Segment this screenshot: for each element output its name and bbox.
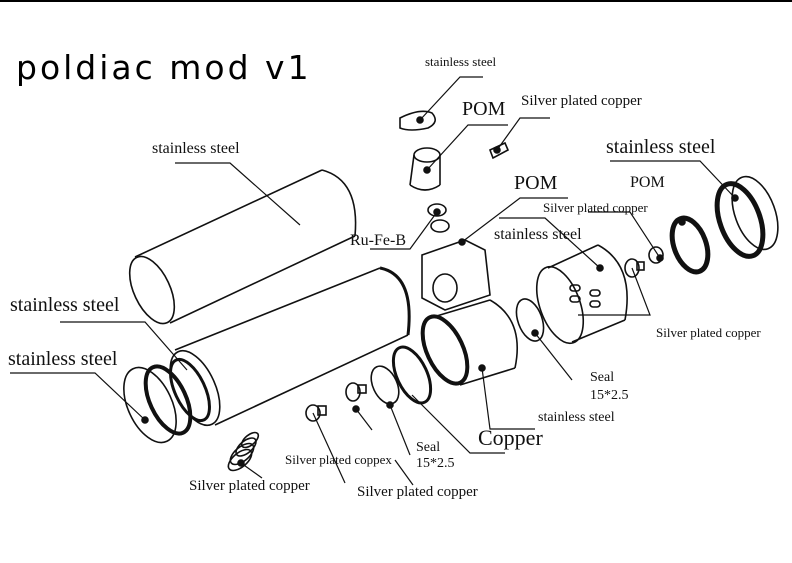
spring xyxy=(227,431,260,472)
label-end-cap: stainless steel xyxy=(8,348,118,370)
label-seal-right: Seal xyxy=(590,370,615,385)
magnets xyxy=(427,203,450,233)
label-sleeve: stainless steel xyxy=(494,226,582,243)
label-tube-lower: stainless steel xyxy=(10,294,120,316)
contact-pins xyxy=(305,382,367,422)
label-magnet: Ru-Fe-B xyxy=(350,232,406,249)
fire-button-cap xyxy=(399,110,436,131)
pin xyxy=(488,141,510,160)
label-spring: Silver plated copper xyxy=(189,478,310,494)
pom-ring xyxy=(669,215,711,275)
label-pom-right: POM xyxy=(630,174,665,191)
label-top-cap: stainless steel xyxy=(425,54,497,69)
label-contact-right: Silver plated copper xyxy=(656,325,761,340)
end-cap xyxy=(123,364,193,444)
sleeve xyxy=(535,244,628,345)
steel-ring xyxy=(714,175,779,259)
label-pin-top: Silver plated copper xyxy=(521,93,642,109)
label-copper: Copper xyxy=(478,425,543,450)
pom-cylinder xyxy=(409,147,441,191)
label-pin-right: Silver plated copper xyxy=(543,200,648,215)
label-contact-bottom: Silver plated copper xyxy=(357,484,478,500)
pom-block xyxy=(421,238,491,311)
label-seal-left: Seal xyxy=(416,440,441,455)
label-pom-mid: POM xyxy=(514,172,558,194)
right-contact xyxy=(624,246,664,278)
leader-lines xyxy=(10,76,736,486)
label-ring-right: stainless steel xyxy=(606,136,716,158)
top-border xyxy=(0,0,792,2)
upper-tube xyxy=(128,169,357,325)
label-pom-top: POM xyxy=(462,98,506,120)
label-tube-upper: stainless steel xyxy=(152,140,240,157)
seals xyxy=(370,298,545,409)
label-seal-left-size: 15*2.5 xyxy=(416,456,455,471)
diagram-title: poldiac mod v1 xyxy=(16,48,312,87)
label-body-steel: stainless steel xyxy=(538,410,615,425)
copper-ring xyxy=(391,345,433,405)
label-contact-small: Silver plated coppex xyxy=(285,452,392,467)
lower-tube xyxy=(169,266,411,427)
label-seal-right-size: 15*2.5 xyxy=(590,388,629,403)
